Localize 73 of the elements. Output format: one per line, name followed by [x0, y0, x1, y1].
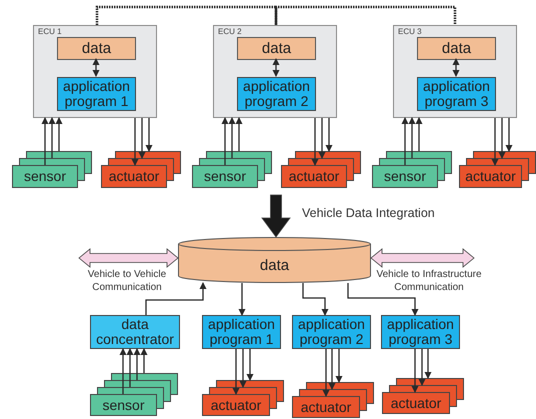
arrow — [452, 58, 460, 77]
actuator-card: actuator — [382, 392, 450, 414]
arrow — [236, 117, 242, 151]
ecu-box — [393, 25, 517, 118]
double-arrow — [370, 248, 475, 268]
arrow — [424, 349, 432, 379]
arrow — [326, 118, 332, 152]
concentrator-box: data concentrator — [90, 315, 180, 349]
arrow — [138, 118, 146, 159]
arrow — [246, 349, 254, 381]
block-arrow — [261, 194, 291, 238]
program-box: application program 3 — [381, 315, 460, 349]
ecu-box — [33, 25, 157, 118]
program-box: application program 1 — [202, 315, 281, 349]
arrow — [92, 58, 100, 77]
sensor-card: sensor — [372, 165, 438, 188]
program-box: application program 3 — [417, 77, 496, 111]
data-cylinder: data — [178, 237, 371, 283]
program-box: application program 2 — [237, 77, 316, 111]
arrow — [222, 117, 228, 165]
arrow — [408, 117, 416, 158]
arrow — [238, 283, 246, 316]
arrow — [328, 349, 336, 390]
arrow — [492, 118, 498, 166]
sensor-card: sensor — [90, 394, 157, 416]
ecu-label: ECU 1 — [38, 27, 62, 36]
arrow — [48, 117, 56, 158]
arrow — [336, 349, 342, 383]
arrow — [146, 118, 152, 152]
arrow — [232, 349, 240, 395]
arrow — [132, 118, 138, 166]
data-box: data — [57, 37, 136, 60]
edge-label: Vehicle to Infrastructure Communication — [375, 268, 483, 294]
ecu-box — [213, 25, 337, 118]
arrow — [402, 117, 408, 165]
edge-label: Vehicle to Vehicle Communication — [86, 268, 168, 294]
program-box: application program 1 — [57, 77, 136, 111]
arrow — [134, 348, 140, 380]
data-box: data — [237, 37, 316, 60]
arrow — [145, 282, 206, 315]
actuator-card: actuator — [202, 394, 270, 416]
actuator-card: actuator — [101, 165, 167, 188]
arrow — [322, 349, 330, 397]
arrow — [240, 349, 246, 388]
edge-label: Vehicle Data Integration — [302, 206, 436, 220]
bus-line — [274, 6, 456, 25]
arrow — [418, 349, 426, 386]
arrow — [506, 118, 512, 152]
actuator-card: actuator — [292, 396, 360, 418]
actuator-card: actuator — [281, 165, 347, 188]
sensor-card: sensor — [192, 165, 258, 188]
arrow — [412, 349, 418, 393]
arrow — [56, 117, 62, 151]
arrow — [126, 348, 134, 387]
arrow — [416, 117, 422, 151]
arrow — [312, 118, 318, 166]
sensor-card: sensor — [12, 165, 78, 188]
arrow — [228, 117, 236, 158]
arrow — [318, 118, 326, 159]
bus-line — [96, 6, 278, 25]
arrow — [140, 348, 148, 373]
arrow — [498, 118, 506, 159]
program-box: application program 2 — [292, 315, 371, 349]
data-box: data — [417, 37, 496, 60]
arrow — [42, 117, 48, 165]
ecu-label: ECU 3 — [398, 27, 422, 36]
arrow — [272, 58, 280, 77]
arrow — [120, 348, 126, 394]
arrow — [347, 283, 418, 316]
actuator-card: actuator — [459, 165, 522, 188]
arrow — [302, 283, 328, 316]
double-arrow — [78, 248, 179, 268]
ecu-label: ECU 2 — [218, 27, 242, 36]
